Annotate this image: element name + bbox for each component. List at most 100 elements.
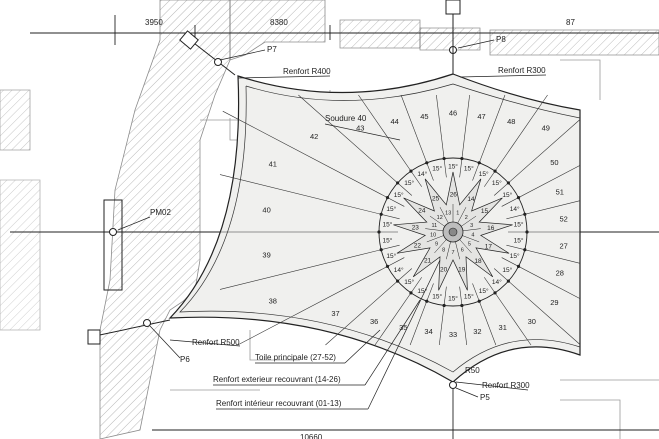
angle-label: 15° xyxy=(510,252,520,260)
dimension-3950: 3950 xyxy=(145,18,163,27)
panel-number-outer: 49 xyxy=(542,123,550,132)
inner-seam xyxy=(462,228,481,232)
ring-node xyxy=(460,303,464,308)
membrane-outline xyxy=(168,73,581,383)
ring-node xyxy=(493,291,497,295)
angle-label: 14° xyxy=(394,266,404,274)
label-r50: R50 xyxy=(465,366,480,375)
panel-number-outer: 33 xyxy=(449,330,457,339)
panel-number-inner: 5 xyxy=(468,241,471,247)
angle-label: 15° xyxy=(502,191,512,199)
panel-number-outer: 37 xyxy=(331,309,339,318)
panel-number-middle: 15 xyxy=(481,208,489,215)
seam-line xyxy=(483,277,532,346)
panel-number-outer: 52 xyxy=(559,215,567,224)
seam-line xyxy=(374,277,423,346)
seam-line xyxy=(501,165,581,207)
angle-label: 14° xyxy=(492,278,502,286)
panel-number-outer: 42 xyxy=(310,132,318,141)
anchor-points xyxy=(87,0,461,389)
angle-label: 14° xyxy=(417,170,427,178)
label-renfort-exterieur: Renfort exterieur recouvrant (14-26) xyxy=(213,375,341,384)
panel-number-outer: 27 xyxy=(559,241,567,250)
panel-number-outer: 50 xyxy=(550,158,558,167)
label-pm02: PM02 xyxy=(150,208,171,217)
ring-node xyxy=(425,299,429,303)
ring-node xyxy=(516,196,521,200)
panel-number-outer: 34 xyxy=(424,327,432,336)
inner-seam xyxy=(459,239,472,254)
panel-number-inner: 1 xyxy=(456,211,459,217)
angle-label: 15° xyxy=(502,266,512,274)
seam-line xyxy=(472,94,506,181)
label-toile-principale: Toile principale (27-52) xyxy=(255,353,336,362)
ring-node xyxy=(409,291,413,295)
panel-number-outer: 29 xyxy=(550,298,558,307)
ring-node xyxy=(523,248,527,252)
panel-number-middle: 21 xyxy=(424,258,432,265)
seam-line xyxy=(438,286,447,346)
inner-seam xyxy=(461,215,477,227)
seam-line xyxy=(459,94,470,178)
inner-seam xyxy=(434,239,447,254)
panel-number-inner: 2 xyxy=(465,215,468,221)
panel-number-outer: 51 xyxy=(556,188,564,197)
ring-node xyxy=(460,156,464,161)
ring-node xyxy=(516,264,521,268)
panel-number-outer: 35 xyxy=(399,323,407,332)
ring-node xyxy=(506,279,510,283)
panel-number-inner: 8 xyxy=(442,248,445,254)
ring-node xyxy=(379,212,383,216)
inner-seam xyxy=(455,241,460,260)
seam-line xyxy=(237,257,405,346)
panel-number-inner: 3 xyxy=(470,223,473,229)
panel-number-outer: 41 xyxy=(269,160,277,169)
label-p6: P6 xyxy=(180,355,190,364)
ring-node xyxy=(385,264,390,268)
panel-number-middle: 25 xyxy=(432,196,440,203)
angle-label: 15° xyxy=(492,179,502,187)
angle-label: 15° xyxy=(464,164,474,172)
panel-number-inner: 4 xyxy=(471,232,474,238)
label-renfort-r300-bottom: Renfort R300 xyxy=(482,381,530,390)
angle-label: 14° xyxy=(510,205,520,213)
panel-number-outer: 47 xyxy=(477,112,485,121)
seam-line xyxy=(409,283,434,346)
dimension-8380: 8380 xyxy=(270,18,288,27)
ring-node xyxy=(385,196,390,200)
label-renfort-interieur: Renfort intérieur recouvrant (01-13) xyxy=(216,399,342,408)
ring-node xyxy=(442,156,446,161)
seam-line xyxy=(501,257,581,299)
ring-node xyxy=(379,248,383,252)
ring-node xyxy=(477,161,481,165)
angle-label: 15° xyxy=(386,252,396,260)
ring-node xyxy=(506,181,510,185)
label-renfort-r400: Renfort R400 xyxy=(283,67,331,76)
seam-line xyxy=(506,244,581,264)
panel-number-outer: 39 xyxy=(262,251,270,260)
angle-label: 15° xyxy=(514,236,524,244)
angle-label: 15° xyxy=(479,170,489,178)
angle-label: 15° xyxy=(404,278,414,286)
ring-node xyxy=(525,230,529,234)
panel-number-outer: 43 xyxy=(356,123,364,132)
panel-number-outer: 38 xyxy=(269,296,277,305)
angle-label: 15° xyxy=(479,287,489,295)
panel-number-outer: 32 xyxy=(473,327,481,336)
panel-number-outer: 46 xyxy=(449,109,457,118)
panel-number-middle: 18 xyxy=(474,258,482,265)
panel-number-middle: 23 xyxy=(412,225,420,232)
angle-label: 15° xyxy=(432,293,442,301)
angle-label: 15° xyxy=(394,191,404,199)
inner-seam xyxy=(446,241,451,260)
panel-number-outer: 45 xyxy=(420,112,428,121)
panel-number-inner: 9 xyxy=(435,241,438,247)
panel-number-inner: 12 xyxy=(437,215,443,221)
panel-number-middle: 26 xyxy=(450,192,458,199)
panel-number-middle: 14 xyxy=(467,196,475,203)
label-soudure: Soudure 40 xyxy=(325,114,367,123)
dimension-10660: 10660 xyxy=(300,433,323,439)
inner-seam xyxy=(429,215,445,227)
